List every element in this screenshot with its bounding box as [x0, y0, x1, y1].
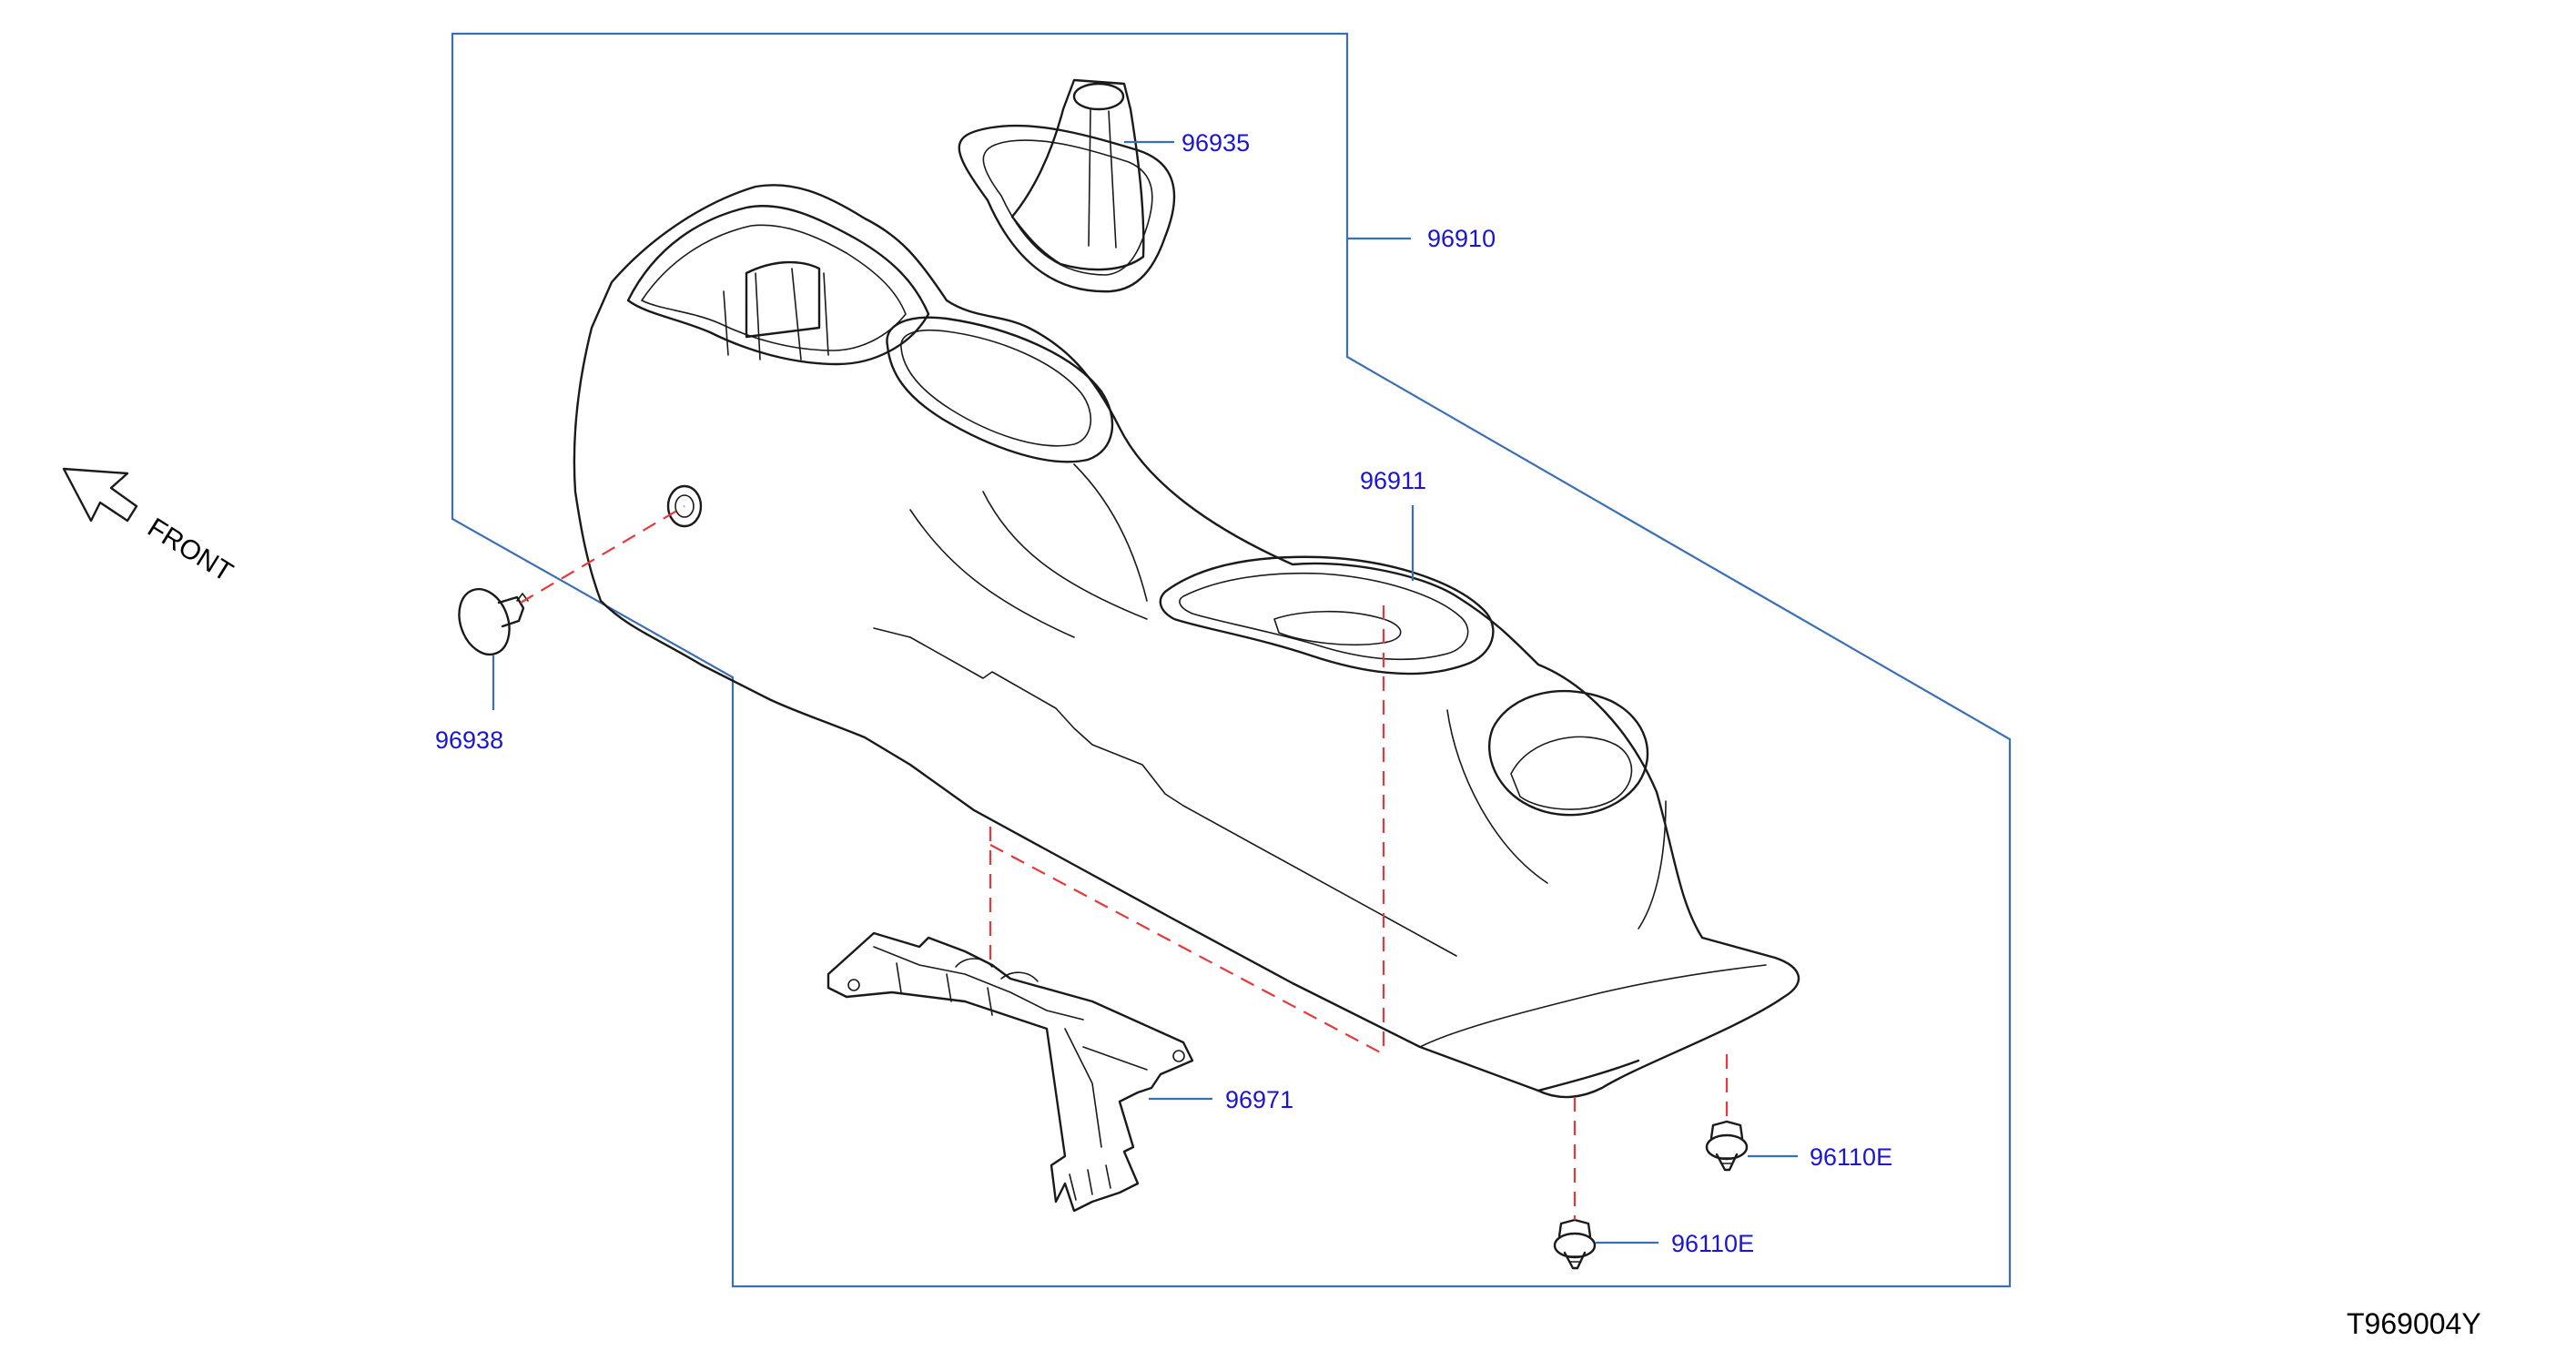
front-indicator: FRONT: [62, 467, 238, 588]
shift-boot-drawing: [958, 78, 1176, 293]
label-96110e-left: 96110E: [1671, 1230, 1754, 1257]
label-96110e-right: 96110E: [1810, 1143, 1892, 1171]
guide-plug: [520, 505, 685, 604]
label-96935: 96935: [1182, 129, 1250, 157]
clip-right-drawing: [1705, 1120, 1749, 1172]
front-arrow-icon: [62, 467, 138, 523]
assembly-frame: [451, 32, 2012, 1288]
plug-drawing: [458, 587, 529, 656]
diagram-id: T969004Y: [2347, 1307, 2481, 1340]
label-96971: 96971: [1225, 1086, 1293, 1113]
label-96938: 96938: [435, 726, 503, 754]
guide-bracket-diag: [989, 844, 1384, 1055]
bracket-drawing: [827, 931, 1194, 1213]
console-body-drawing: [573, 184, 1800, 1099]
front-label: FRONT: [142, 513, 238, 588]
clip-left-drawing: [1553, 1218, 1597, 1270]
label-96911: 96911: [1360, 467, 1426, 494]
label-96910: 96910: [1427, 225, 1496, 252]
